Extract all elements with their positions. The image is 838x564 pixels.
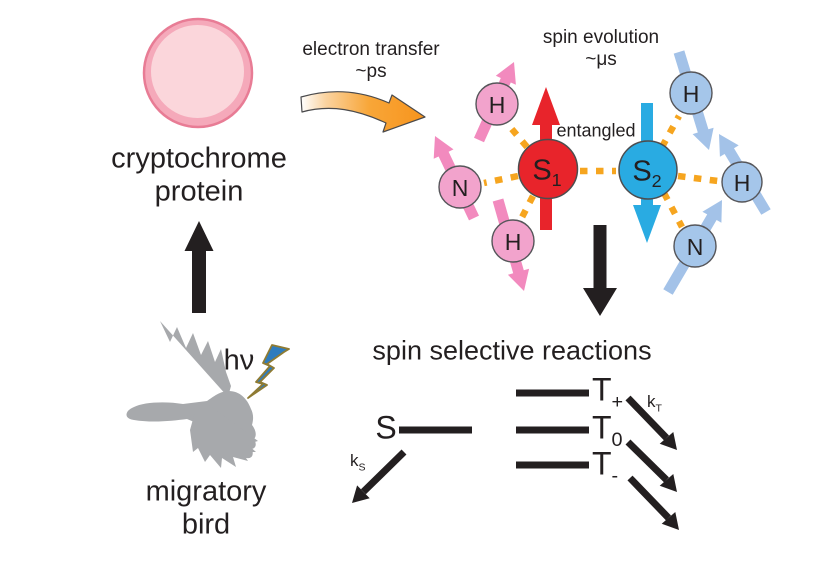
singlet-level-label: S [375,409,397,446]
triplet-zero-label: T0 [592,409,623,451]
spin-evolution-label: spin evolution ~μs [542,27,660,70]
hyperfine-bond-1 [502,118,530,150]
protein-circle [142,17,254,129]
ks-rate-label: kS [350,451,366,474]
bird-silhouette [126,321,258,468]
nucleus-circle-h4 [721,161,763,203]
kt-arrow-1 [625,395,677,450]
s1-label: S1 [532,154,562,191]
nucleus-circle-n1 [438,165,482,209]
photon-hv-label: hν [223,344,255,377]
nucleus-circle-h1 [475,82,519,126]
nucleus-circle-h3 [669,71,713,115]
lightning-bolt-icon [247,344,290,399]
electron-transfer-arrow [300,91,426,133]
s1-circle [517,138,579,200]
pair-to-reactions-arrow [583,225,617,316]
kt-arrow-2 [625,439,677,492]
hyperfine-bond-5 [677,172,719,185]
triplet-minus-label: T- [592,445,619,487]
nucleus-label-h2: H [504,228,522,255]
ks-arrow [352,449,407,503]
pink-nucleus-circles [438,82,535,263]
hyperfine-bond-4 [659,114,682,149]
kt-rate-label: kT [647,392,662,415]
nucleus-label-h4: H [733,169,751,196]
nucleus-label-n2: N [686,233,704,260]
migratory-bird-label: migratory bird [145,475,267,541]
triplet-plus-label: T+ [592,371,624,413]
nucleus-label-n1: N [451,174,469,201]
bird-to-protein-arrow [184,221,214,313]
nucleus-circle-n2 [673,224,717,268]
hyperfine-bond-2 [483,172,519,187]
hyperfine-bond-3 [516,194,536,225]
blue-nucleus-circles [669,71,763,268]
spin-selective-reactions-title: spin selective reactions [372,335,652,366]
electron-transfer-label: electron transfer ~ps [302,39,440,82]
kt-arrow-3 [627,475,679,530]
entangled-label: entangled [556,120,636,141]
nucleus-label-h1: H [488,91,506,118]
nucleus-label-h3: H [682,80,700,107]
hyperfine-bond-6 [661,191,685,229]
energy-level-lines [399,389,589,469]
s2-circle [618,140,678,200]
rate-arrows [352,395,679,530]
coupling-bonds [483,114,719,229]
cryptochrome-protein-label: cryptochrome protein [111,142,287,208]
s2-label: S2 [632,155,662,192]
nucleus-circle-h2 [491,219,535,263]
